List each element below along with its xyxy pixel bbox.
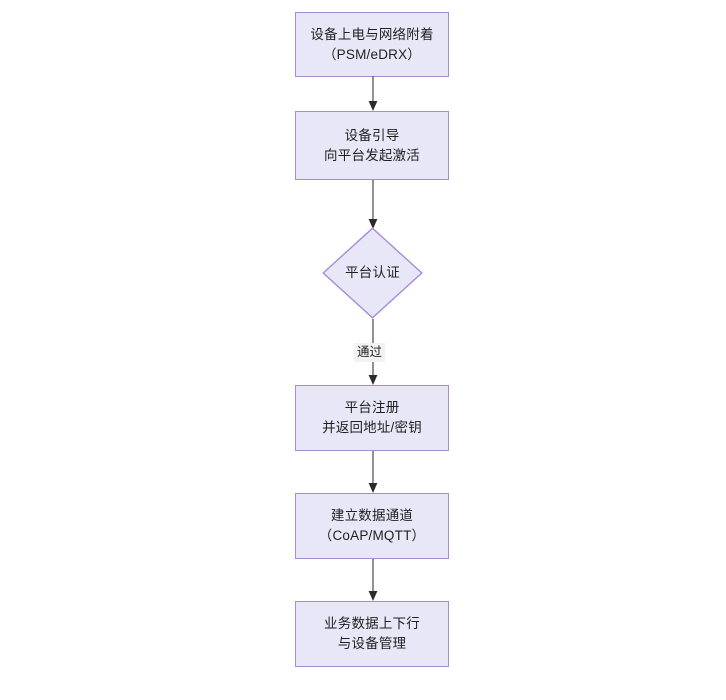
flow-node-platform-register-line2: 并返回地址/密钥 [322,420,422,435]
flow-node-business-data-line2: 与设备管理 [337,636,407,651]
flow-edge-n2-n3 [368,180,378,229]
flow-node-data-channel-line2: （CoAP/MQTT） [318,528,426,543]
flow-node-platform-register[interactable]: 平台注册 并返回地址/密钥 [295,385,449,451]
flow-edge-label-pass: 通过 [354,343,386,362]
flow-node-platform-register-line1: 平台注册 [344,400,400,415]
flow-node-power-on-line2: （PSM/eDRX） [322,46,422,62]
flow-edge-n1-n2 [368,76,378,111]
flow-node-device-bootstrap-line2: 向平台发起激活 [324,147,420,163]
flow-node-power-on[interactable]: 设备上电与网络附着 （PSM/eDRX） [295,12,449,77]
flow-node-device-bootstrap-line1: 设备引导 [344,127,400,143]
flow-node-power-on-line1: 设备上电与网络附着 [310,26,434,42]
diamond-shape-icon [322,227,423,319]
flow-node-data-channel[interactable]: 建立数据通道 （CoAP/MQTT） [295,493,449,559]
flow-node-platform-auth-label: 平台认证 [345,265,400,280]
flow-node-business-data[interactable]: 业务数据上下行 与设备管理 [295,601,449,667]
flow-node-business-data-line1: 业务数据上下行 [324,616,420,631]
flow-node-platform-auth[interactable]: 平台认证 [322,227,423,319]
flow-node-data-channel-line1: 建立数据通道 [330,508,414,523]
flow-node-device-bootstrap[interactable]: 设备引导 向平台发起激活 [295,111,449,180]
flow-edge-n5-n6 [368,559,378,601]
flow-edge-n4-n5 [368,451,378,493]
